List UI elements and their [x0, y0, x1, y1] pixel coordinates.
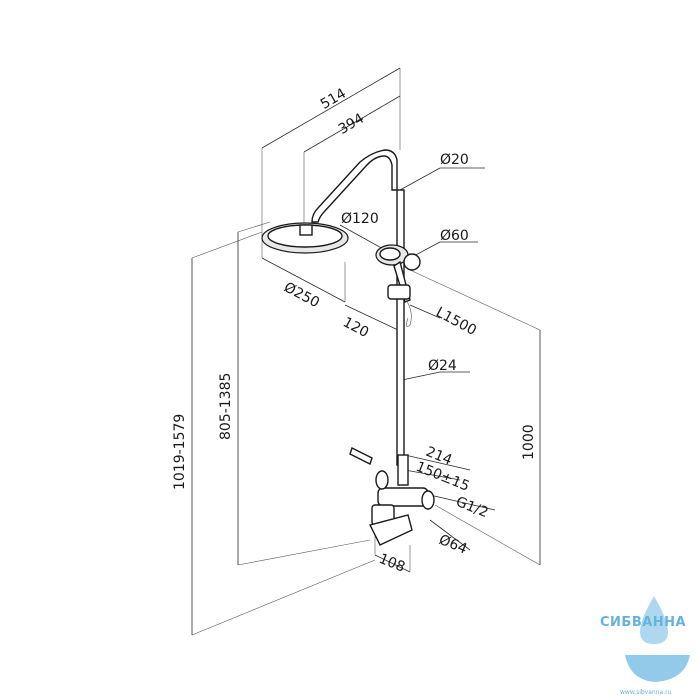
inlet-fitting — [349, 447, 373, 465]
watermark-logo: СИБВАННА www.sibvanna.ru — [600, 596, 690, 696]
dim-394: 394 — [336, 111, 367, 138]
head-shower-connector — [299, 224, 313, 236]
slider-bracket — [387, 284, 411, 300]
dim-height-fixed: 1000 — [521, 424, 537, 460]
bathtub-icon — [625, 655, 690, 682]
dim-pipe-top: Ø20 — [440, 152, 469, 168]
dim-pipe-main: Ø24 — [428, 358, 457, 374]
diverter — [397, 454, 409, 486]
brand-url: www.sibvanna.ru — [620, 689, 672, 696]
dimension-lines — [191, 67, 541, 636]
dim-head: Ø250 — [281, 279, 322, 311]
dim-height-total: 1019-1579 — [172, 414, 188, 490]
dim-hose: L1500 — [433, 304, 479, 339]
dim-spout: 108 — [377, 551, 408, 576]
shower-hose — [405, 299, 412, 327]
mixer-body — [377, 487, 429, 507]
water-drop-icon — [640, 596, 668, 644]
dim-handshower: Ø120 — [341, 211, 379, 227]
brand-name: СИБВАННА — [600, 615, 686, 630]
shower-assembly — [261, 149, 435, 546]
dim-thread: G1/2 — [454, 494, 491, 521]
dim-514: 514 — [318, 86, 349, 113]
shower-arm — [311, 149, 398, 223]
dim-bracket: 120 — [340, 314, 371, 341]
dimension-labels: 514 394 Ø20 Ø120 Ø60 Ø250 120 L1500 Ø24 … — [172, 86, 537, 576]
dim-escutcheon: Ø64 — [437, 532, 470, 558]
escutcheon-right — [421, 490, 435, 510]
dim-height-adj: 805-1385 — [218, 373, 234, 440]
dim-holder: Ø60 — [440, 228, 469, 244]
handshower-holder — [403, 253, 421, 271]
hand-shower-face — [379, 247, 401, 261]
bath-spout — [368, 514, 413, 546]
riser-pipe — [396, 189, 405, 466]
escutcheon-left — [375, 470, 389, 490]
